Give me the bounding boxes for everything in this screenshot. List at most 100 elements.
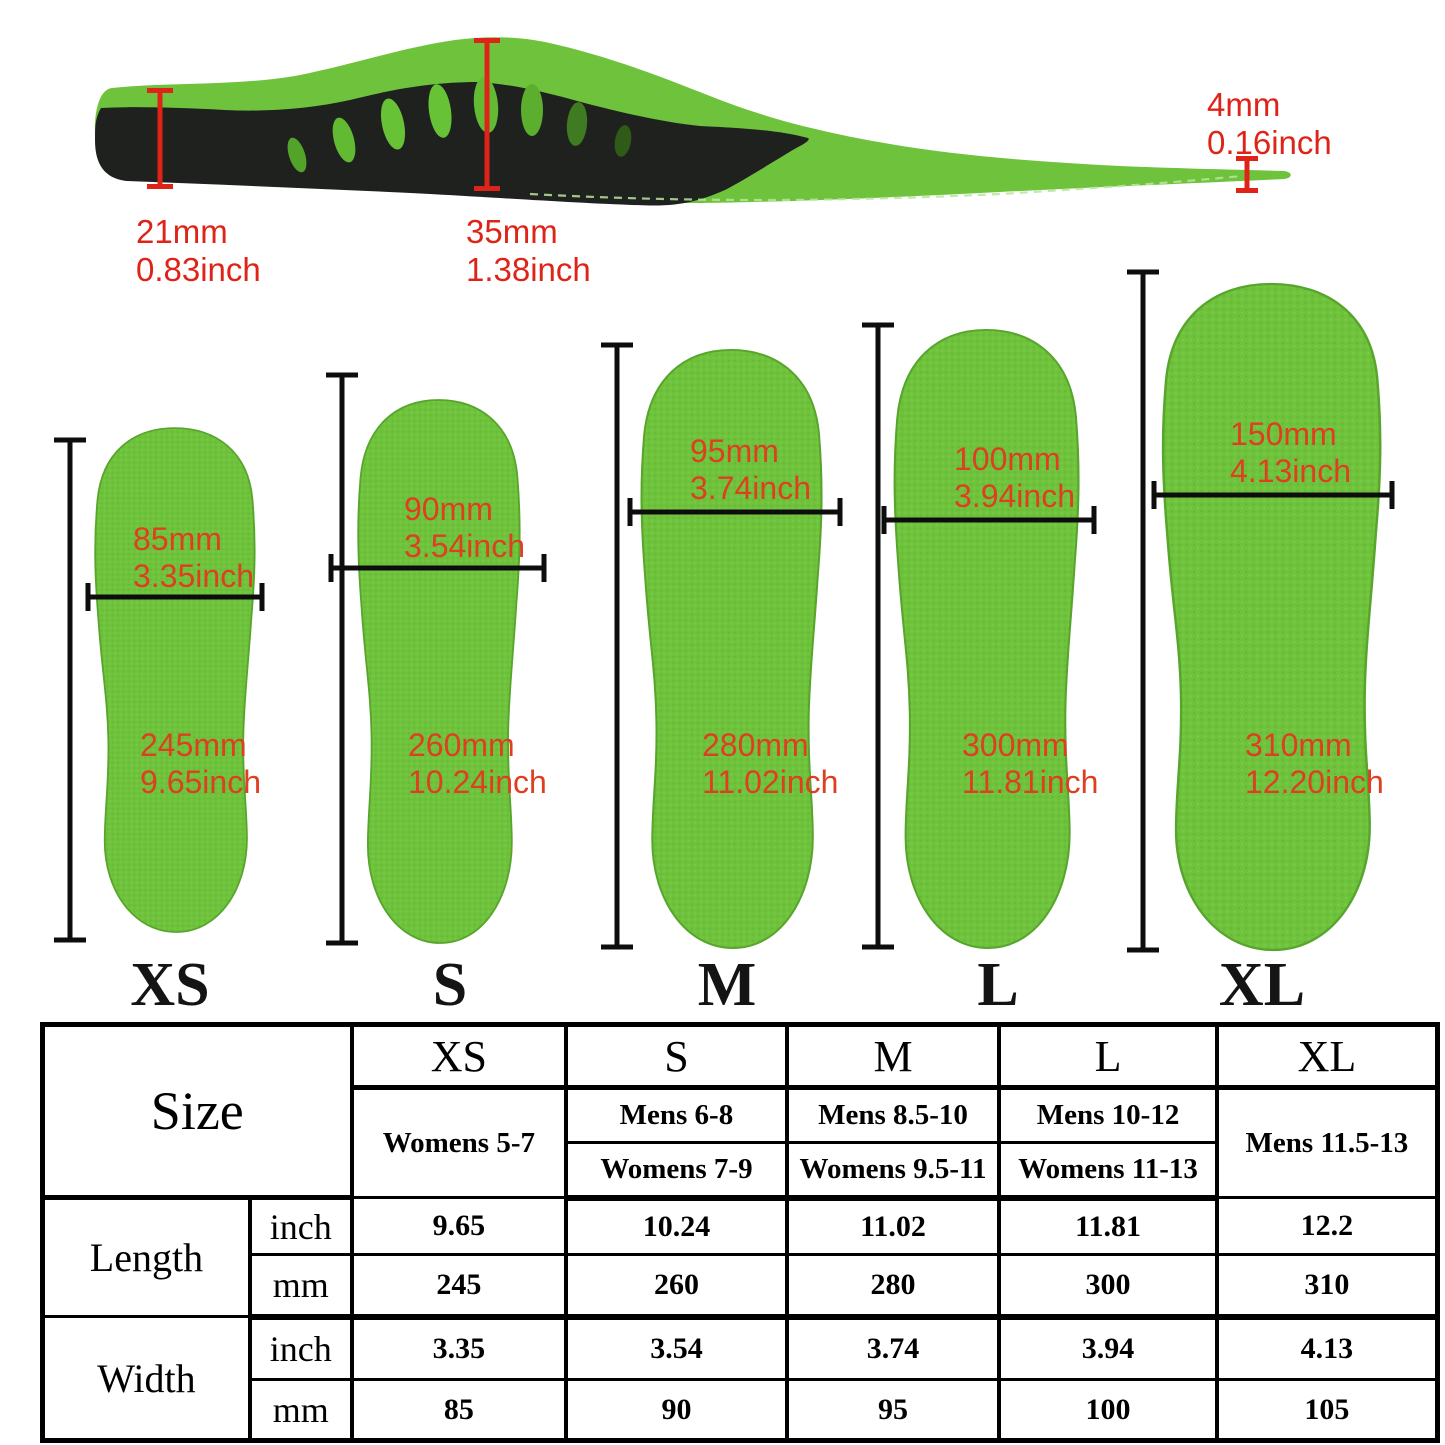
width-line-xl	[1151, 481, 1395, 509]
heel-height-mm: 21mm	[136, 213, 228, 250]
length-line-s	[326, 372, 358, 946]
table-col-m: M	[784, 1023, 1002, 1090]
length-line-l	[862, 322, 894, 950]
length-inch-label: inch	[247, 1196, 354, 1256]
width-line-m	[627, 498, 843, 526]
length-line-m	[601, 342, 633, 950]
m-length-mm: 280mm	[702, 727, 809, 763]
length-mm-label: mm	[247, 1253, 354, 1320]
l-length-mm: 300mm	[962, 727, 1069, 763]
xl-width-text: 150mm 4.13inch	[1230, 416, 1351, 490]
s-length-mm: 260mm	[408, 727, 515, 763]
s-length-text: 260mm 10.24inch	[408, 727, 547, 801]
length-label: Length	[40, 1196, 252, 1318]
width-inch-label: inch	[247, 1315, 354, 1381]
label-xl: XL	[1218, 951, 1306, 1019]
length-inch-l: 11.81	[997, 1196, 1219, 1256]
width-line-s	[328, 554, 547, 582]
m-width-inch: 3.74inch	[690, 470, 811, 506]
width-inch-xs: 3.35	[349, 1315, 569, 1381]
label-s: S	[432, 951, 468, 1019]
length-inch-xl: 12.2	[1214, 1196, 1440, 1256]
length-mm-l: 300	[997, 1253, 1219, 1320]
insoles-top-view-graphic	[54, 269, 1395, 953]
width-mm-l: 100	[997, 1378, 1219, 1442]
heel-height-text: 21mm 0.83inch	[136, 213, 261, 289]
heel-height-bar	[147, 88, 173, 189]
length-inch-s: 10.24	[564, 1196, 789, 1256]
s-width-text: 90mm 3.54inch	[404, 491, 525, 565]
width-inch-m: 3.74	[784, 1315, 1002, 1381]
l-length-text: 300mm 11.81inch	[962, 727, 1098, 801]
fit-l-mens: Mens 10-12	[997, 1086, 1219, 1144]
insole-s	[357, 399, 521, 944]
length-mm-xl: 310	[1214, 1253, 1440, 1320]
table-col-s: S	[564, 1023, 789, 1090]
length-line-xs	[54, 437, 86, 943]
xl-width-mm: 150mm	[1230, 416, 1337, 452]
toe-height-text: 4mm 0.16inch	[1207, 86, 1332, 162]
label-l: L	[977, 951, 1019, 1019]
insole-side-view-graphic	[94, 37, 1291, 206]
fit-m-womens: Womens 9.5-11	[784, 1141, 1002, 1201]
insole-l	[893, 328, 1080, 950]
xl-length-mm: 310mm	[1245, 727, 1352, 763]
fit-m-mens: Mens 8.5-10	[784, 1086, 1002, 1144]
width-line-l	[881, 506, 1097, 534]
width-inch-l: 3.94	[997, 1315, 1219, 1381]
table-col-l: L	[997, 1023, 1219, 1090]
m-length-text: 280mm 11.02inch	[702, 727, 838, 801]
width-mm-xs: 85	[349, 1378, 569, 1442]
l-width-inch: 3.94inch	[954, 478, 1075, 514]
fit-l-womens: Womens 11-13	[997, 1141, 1219, 1201]
xs-width-text: 85mm 3.35inch	[133, 521, 254, 595]
length-mm-m: 280	[784, 1253, 1002, 1320]
insole-xl	[1161, 282, 1382, 952]
m-length-inch: 11.02inch	[702, 764, 839, 800]
fit-xs: Womens 5-7	[349, 1086, 569, 1199]
xl-length-text: 310mm 12.20inch	[1245, 727, 1384, 801]
label-xs: XS	[130, 951, 210, 1019]
xl-length-inch: 12.20inch	[1245, 764, 1384, 800]
l-width-mm: 100mm	[954, 441, 1061, 477]
fit-s-womens: Womens 7-9	[564, 1141, 789, 1201]
arch-height-bar	[474, 38, 500, 191]
toe-height-inch: 0.16inch	[1207, 124, 1332, 161]
insole-xs	[94, 427, 256, 933]
width-mm-s: 90	[564, 1378, 789, 1442]
width-mm-label: mm	[247, 1378, 354, 1442]
xs-length-text: 245mm 9.65inch	[140, 727, 261, 801]
length-mm-s: 260	[564, 1253, 789, 1320]
width-line-xs	[85, 583, 265, 611]
arch-height-mm: 35mm	[466, 213, 558, 250]
toe-stitch-line	[529, 174, 1243, 202]
width-mm-xl: 105	[1214, 1378, 1440, 1442]
heel-height-inch: 0.83inch	[136, 251, 261, 288]
xs-length-inch: 9.65inch	[140, 764, 261, 800]
table-col-xl: XL	[1214, 1023, 1440, 1090]
fit-s-mens: Mens 6-8	[564, 1086, 789, 1144]
toe-height-bar	[1236, 156, 1258, 193]
length-inch-m: 11.02	[784, 1196, 1002, 1256]
toe-height-mm: 4mm	[1207, 86, 1281, 123]
width-label: Width	[40, 1315, 252, 1442]
xs-length-mm: 245mm	[140, 727, 247, 763]
side-view-black-body	[95, 82, 809, 206]
l-length-inch: 11.81inch	[962, 764, 1099, 800]
width-mm-m: 95	[784, 1378, 1002, 1442]
label-m: M	[697, 951, 757, 1019]
arch-height-inch: 1.38inch	[466, 251, 591, 288]
arch-height-text: 35mm 1.38inch	[466, 213, 591, 289]
s-length-inch: 10.24inch	[408, 764, 547, 800]
table-size-header: Size	[40, 1023, 354, 1200]
measure-lines	[54, 269, 1395, 953]
s-width-inch: 3.54inch	[404, 528, 525, 564]
fit-xl: Mens 11.5-13	[1214, 1086, 1440, 1199]
length-line-xl	[1127, 269, 1159, 953]
xs-width-inch: 3.35inch	[133, 558, 254, 594]
m-width-text: 95mm 3.74inch	[690, 433, 811, 507]
width-inch-xl: 4.13	[1214, 1315, 1440, 1381]
size-table: Size XS S M L XL Womens 5-7 Mens 6-8 Men…	[40, 1022, 1440, 1443]
xl-width-inch: 4.13inch	[1230, 453, 1351, 489]
